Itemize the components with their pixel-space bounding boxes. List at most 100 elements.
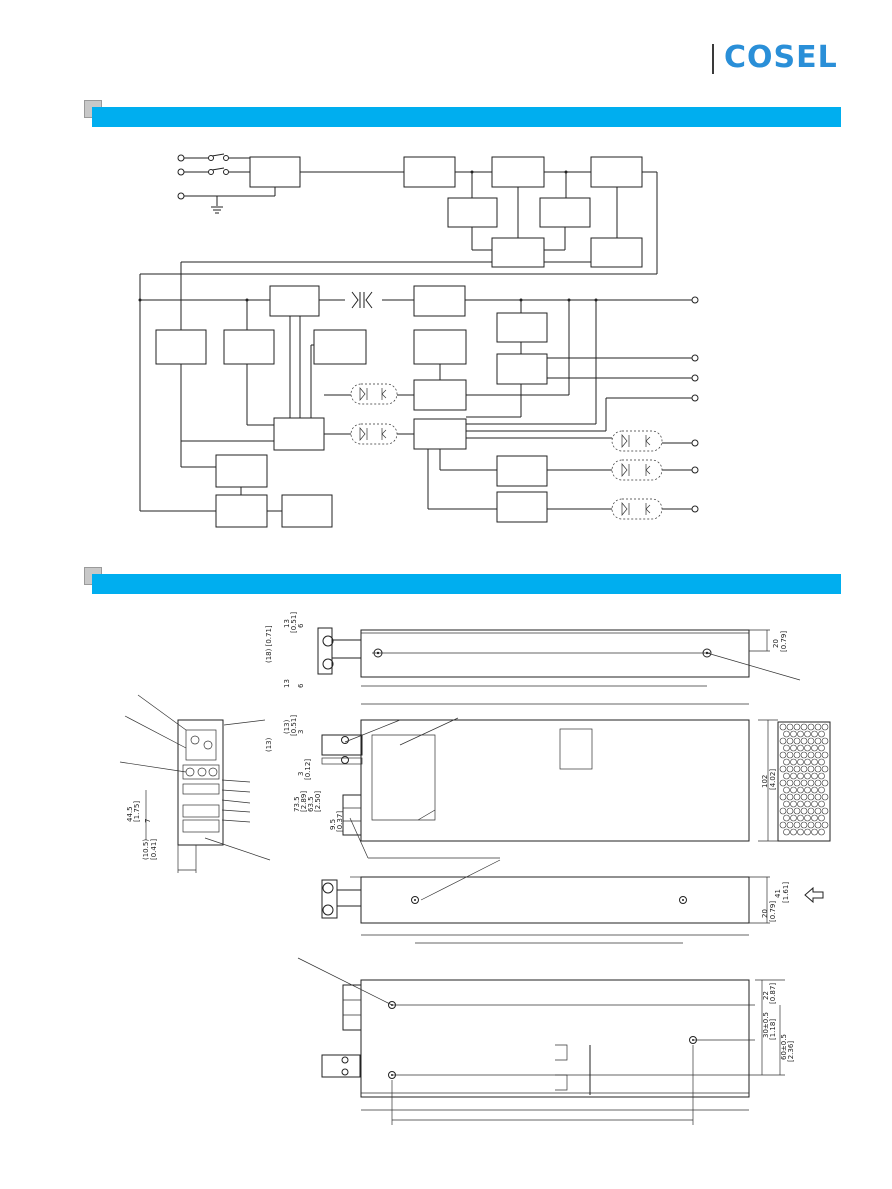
grille-hole [818, 744, 825, 752]
grille-hole [804, 758, 811, 766]
grille-hole [790, 744, 797, 752]
dim-bottom-30: 30±0.5 [762, 1012, 770, 1038]
fan-drive-block [215, 494, 268, 528]
grille-hole [821, 793, 829, 801]
grille-hole [821, 723, 829, 731]
grille-hole [793, 765, 801, 773]
grille-hole [814, 723, 822, 731]
grille-hole [779, 751, 787, 759]
grille-hole [821, 821, 829, 829]
dim-front-3b-in: [0.12] [304, 759, 312, 780]
grille-hole [793, 821, 801, 829]
dim-bottom-60: 60±0.5 [780, 1034, 788, 1060]
grille-hole [814, 737, 822, 745]
grille-hole [779, 793, 787, 801]
grille-hole [800, 765, 808, 773]
grille-hole [793, 723, 801, 731]
grille-hole [783, 744, 790, 752]
grille-hole [807, 821, 815, 829]
dim-front-63-in: [2.50] [314, 791, 322, 812]
grille-hole [779, 821, 787, 829]
grille-hole [804, 814, 811, 822]
grille-hole [783, 786, 790, 794]
dim-front-13-in: [0.51] [290, 715, 298, 736]
end-view: 44.5 [1.75] 7 (10.5) [0.41] [119, 694, 271, 873]
grille-hole [800, 779, 808, 787]
grille-hole [804, 800, 811, 808]
grille-hole [797, 800, 804, 808]
grille-hole [800, 737, 808, 745]
section-band-block-diagram [92, 107, 841, 127]
dim-end-small: 7 [144, 819, 152, 823]
dim-front-63: 63.5 [307, 796, 315, 812]
reference-block [413, 329, 467, 365]
grille-hole [811, 772, 818, 780]
grille-hole [814, 807, 822, 815]
grille-hole [804, 828, 811, 836]
grille-hole [783, 758, 790, 766]
dim-front-width: 102 [761, 775, 769, 788]
dim-front-9: 9.5 [329, 819, 337, 830]
dim-height: 20 [772, 639, 780, 648]
grille-hole [786, 821, 794, 829]
fan-grille-holes [779, 723, 829, 836]
dim-top-13-in: [0.51] [290, 612, 298, 633]
grille-hole [818, 800, 825, 808]
fan-grille [777, 721, 831, 842]
front-view: 102 [4.02] 73.5 [2.89] 63.5 [2.50] 9.5 [… [265, 703, 831, 859]
grille-hole [800, 751, 808, 759]
photocoupler-3 [611, 430, 663, 452]
grille-hole [790, 758, 797, 766]
grille-hole [790, 828, 797, 836]
grille-hole [821, 807, 829, 815]
grille-hole [779, 737, 787, 745]
top-view: 20 [0.79] 13 [0.51] 6 (18) [0.71] 13 6 [265, 612, 801, 688]
dim-end-side-in: [0.41] [150, 839, 158, 860]
grille-hole [818, 786, 825, 794]
dim-side-20: 20 [761, 909, 769, 918]
grille-hole [797, 758, 804, 766]
dim-bottom-60-in: [2.36] [787, 1041, 795, 1062]
grille-hole [793, 751, 801, 759]
power-good-block [496, 455, 548, 487]
grille-hole [818, 814, 825, 822]
grille-hole [793, 807, 801, 815]
voltage-detect-block [539, 197, 591, 228]
section-band-outline-drawing [92, 574, 841, 594]
grille-hole [786, 793, 794, 801]
dim-bot-6: 6 [297, 683, 305, 688]
grille-hole [786, 779, 794, 787]
grille-hole [821, 751, 829, 759]
cosel-logo: COSEL [724, 40, 838, 75]
grille-hole [814, 821, 822, 829]
dim-front-9-in: [0.37] [336, 811, 344, 832]
dim-front-3: 3 [297, 730, 305, 734]
dim-bot-13: 13 [283, 679, 291, 688]
grille-hole [814, 793, 822, 801]
grille-hole [786, 723, 794, 731]
output-filter-block [496, 312, 548, 343]
grille-hole [790, 786, 797, 794]
grille-hole [807, 737, 815, 745]
grille-hole [818, 772, 825, 780]
dim-side-41-in: [1.61] [782, 882, 790, 903]
grille-hole [818, 828, 825, 836]
grille-hole [811, 800, 818, 808]
aux-supply-block [155, 329, 207, 365]
dim-front-width-in: [4.02] [769, 769, 777, 790]
grille-hole [779, 807, 787, 815]
grille-hole [807, 779, 815, 787]
dim-front-left: (13) [265, 737, 273, 752]
grille-hole [821, 765, 829, 773]
side-view: 41 [1.61] 20 [0.79] [321, 859, 824, 944]
grille-hole [818, 758, 825, 766]
grille-hole [783, 828, 790, 836]
bottom-view: 22 [0.87] 30±0.5 [1.18] 60±0.5 [2.36] [297, 957, 795, 1125]
grille-hole [804, 786, 811, 794]
grille-hole [797, 786, 804, 794]
grille-hole [793, 737, 801, 745]
grille-hole [800, 793, 808, 801]
input-terminals [177, 153, 275, 214]
rectifier-block [403, 156, 456, 188]
